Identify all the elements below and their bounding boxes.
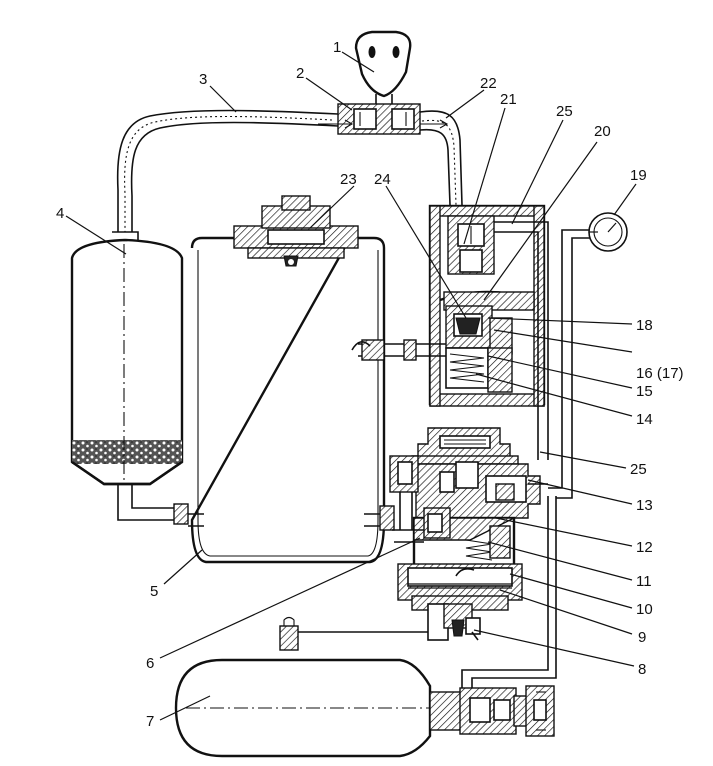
label-15: 15 bbox=[636, 383, 653, 400]
label-9: 9 bbox=[638, 629, 646, 646]
breathing-bag bbox=[188, 236, 395, 564]
label-6: 6 bbox=[146, 655, 154, 672]
inhalation-hose bbox=[116, 109, 339, 232]
label-3: 3 bbox=[199, 71, 207, 88]
plug-cap bbox=[279, 616, 428, 651]
label-10: 10 bbox=[636, 601, 653, 618]
label-22: 22 bbox=[480, 75, 497, 92]
part-labels: 1 2 3 4 5 6 7 8 9 10 11 12 13 14 15 16 (… bbox=[56, 39, 684, 730]
label-14: 14 bbox=[636, 411, 653, 428]
oxygen-cylinder bbox=[174, 658, 555, 758]
label-25-top: 25 bbox=[556, 103, 573, 120]
valve-box bbox=[318, 103, 449, 135]
label-1: 1 bbox=[333, 39, 341, 56]
label-23: 23 bbox=[340, 171, 357, 188]
pulmonary-demand-valve bbox=[351, 204, 546, 407]
label-19: 19 bbox=[630, 167, 647, 184]
relief-valve bbox=[233, 195, 359, 267]
label-4: 4 bbox=[56, 205, 64, 222]
label-13: 13 bbox=[636, 497, 653, 514]
label-18: 18 bbox=[636, 317, 653, 334]
label-25-side: 25 bbox=[630, 461, 647, 478]
label-20: 20 bbox=[594, 123, 611, 140]
label-24: 24 bbox=[374, 171, 391, 188]
reducer bbox=[389, 427, 548, 641]
label-21: 21 bbox=[500, 91, 517, 108]
pressure-gauge bbox=[588, 212, 628, 252]
label-5: 5 bbox=[150, 583, 158, 600]
label-2: 2 bbox=[296, 65, 304, 82]
label-12: 12 bbox=[636, 539, 653, 556]
label-8: 8 bbox=[638, 661, 646, 678]
label-7: 7 bbox=[146, 713, 154, 730]
label-16-17: 16 (17) bbox=[636, 365, 684, 382]
mouthpiece bbox=[354, 30, 412, 110]
label-11: 11 bbox=[636, 573, 652, 590]
regenerative-cartridge bbox=[70, 231, 189, 525]
gauge-line bbox=[461, 221, 590, 696]
leader-lines bbox=[65, 51, 637, 721]
exhalation-hose bbox=[419, 110, 463, 206]
